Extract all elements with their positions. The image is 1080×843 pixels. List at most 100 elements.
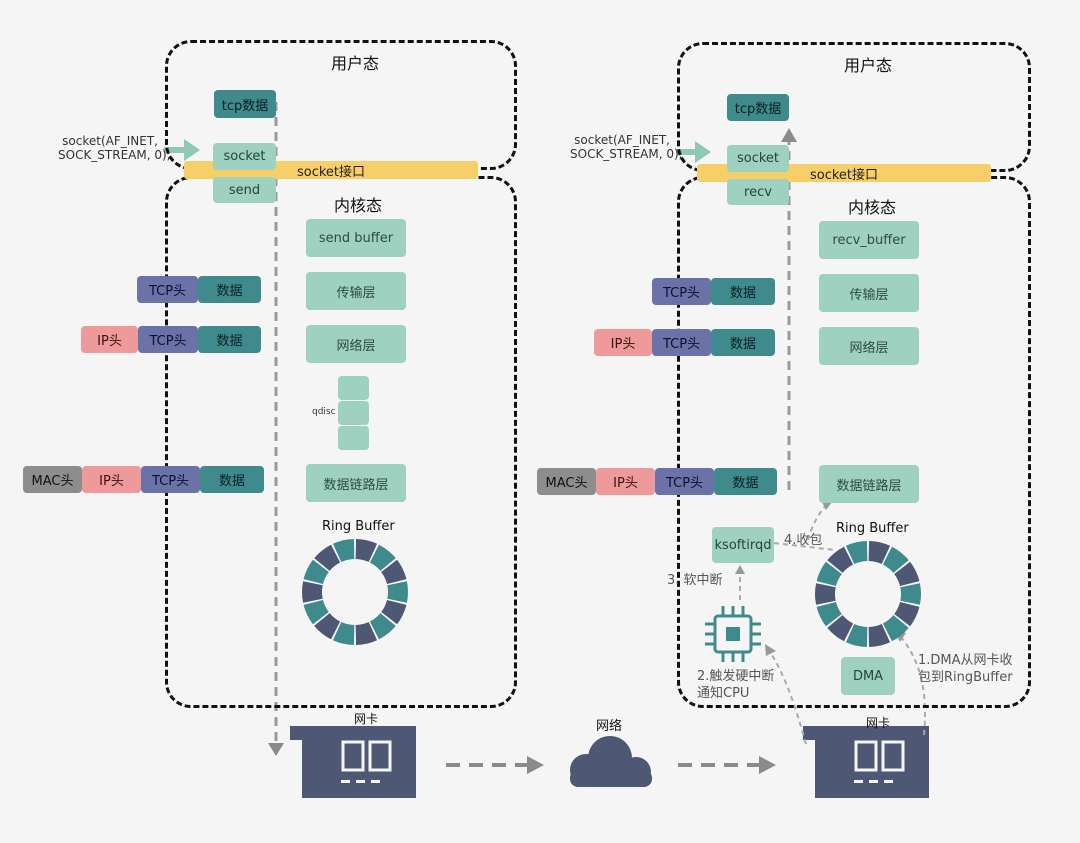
left-ip-row-data: 数据	[198, 326, 261, 353]
nic-card-icon	[290, 726, 416, 798]
ring-buffer-slot	[387, 581, 408, 603]
dma-box: DMA	[841, 657, 895, 695]
ring-buffer-slot	[882, 546, 909, 573]
right-mac-row-ip-header: IP头	[596, 468, 655, 495]
ring-buffer-slot	[381, 599, 407, 625]
right-user-mode-title: 用户态	[843, 56, 893, 75]
left-socket-box: socket	[213, 143, 276, 170]
step2-arrow	[769, 651, 807, 745]
ring-buffer-slot	[303, 599, 329, 625]
right-link-layer-box: 数据链路层	[819, 465, 919, 503]
left-socket-call-line1: socket(AF_INET,	[62, 134, 158, 148]
ring-buffer-slot	[314, 544, 341, 571]
left-socket-call-line2: SOCK_STREAM, 0);	[58, 148, 171, 162]
right-tcp-row-data: 数据	[711, 278, 775, 305]
right-mac-row-mac-header: MAC头	[537, 468, 596, 495]
ring-buffer-slot	[882, 615, 909, 642]
ring-buffer-slot	[894, 601, 920, 627]
right-network-layer-box: 网络层	[819, 327, 919, 365]
left-nic-label: 网卡	[354, 712, 379, 726]
ring-buffer-slot	[302, 581, 323, 603]
right-socket-call: socket(AF_INET, SOCK_STREAM, 0);	[570, 133, 683, 161]
step1-line1: 1.DMA从网卡收	[918, 653, 1013, 668]
ring-buffer-slot	[894, 561, 920, 587]
ring-buffer-slot	[355, 539, 378, 562]
right-socket-box: socket	[727, 145, 789, 172]
ksoftirqd-box: ksoftirqd	[712, 527, 774, 563]
ring-buffer-slot	[900, 583, 921, 605]
right-ip-row-data: 数据	[711, 329, 775, 356]
left-transport-layer-box: 传输层	[306, 272, 406, 310]
right-ip-row-ip-header: IP头	[594, 329, 652, 356]
right-recv-box: recv	[727, 179, 789, 205]
step2-line2: 通知CPU	[697, 686, 750, 701]
ring-buffer-icon	[814, 541, 921, 647]
right-mac-row-data: 数据	[714, 468, 777, 495]
ring-buffer-slot	[381, 559, 407, 585]
ring-buffer-slot	[816, 601, 842, 627]
right-socket-call-line1: socket(AF_INET,	[574, 133, 670, 147]
left-tcp-data-box: tcp数据	[214, 90, 276, 118]
left-socket-call: socket(AF_INET, SOCK_STREAM, 0);	[58, 134, 171, 162]
right-recv-buffer-box: recv_buffer	[819, 221, 919, 259]
left-mac-row-mac-header: MAC头	[23, 466, 82, 493]
recv-flow-arrowhead	[781, 128, 797, 142]
right-ip-row-tcp-header: TCP头	[652, 329, 711, 356]
left-ip-row-ip-header: IP头	[81, 326, 138, 353]
left-tcp-row-tcp-header: TCP头	[137, 276, 198, 303]
qdisc-label: qdisc	[312, 407, 336, 417]
step1-line2: 包到RingBuffer	[918, 670, 1013, 685]
left-link-layer-box: 数据链路层	[306, 464, 406, 502]
ring-buffer-slot	[314, 613, 341, 640]
ring-buffer-slot	[814, 583, 836, 605]
left-mac-row-ip-header: IP头	[82, 466, 141, 493]
right-mac-row-tcp-header: TCP头	[655, 468, 714, 495]
ring-buffer-slot	[369, 613, 396, 640]
step3-label: 3. 软中断	[667, 573, 723, 588]
ring-buffer-slot	[845, 624, 868, 647]
qdisc-slot	[338, 401, 369, 425]
left-send-buffer-box: send buffer	[306, 219, 406, 257]
right-tcp-row-tcp-header: TCP头	[652, 278, 711, 305]
network-label: 网络	[596, 719, 623, 734]
step4-arrow	[807, 504, 827, 541]
right-kernel-mode-title: 内核态	[847, 198, 897, 217]
left-kernel-mode-title: 内核态	[333, 196, 383, 215]
ring-buffer-slot	[303, 559, 329, 585]
left-ip-row-tcp-header: TCP头	[138, 326, 198, 353]
right-nic-label: 网卡	[866, 716, 891, 730]
ring-buffer-slot	[827, 546, 854, 573]
ring-buffer-slot	[827, 615, 854, 642]
ring-buffer-slot	[816, 561, 842, 587]
step2-label: 2.触发硬中断 通知CPU	[697, 668, 774, 702]
ring-buffer-slot	[868, 541, 891, 564]
ring-buffer-slot	[355, 622, 378, 645]
cloud-icon	[570, 736, 652, 787]
send-flow-arrowhead	[268, 743, 284, 756]
left-user-mode-title: 用户态	[330, 54, 380, 73]
ring-buffer-slot	[868, 624, 891, 647]
step1-label: 1.DMA从网卡收 包到RingBuffer	[918, 652, 1013, 686]
ring-buffer-slot	[332, 622, 355, 645]
ring-buffer-slot	[845, 541, 868, 564]
ring-buffer-icon	[302, 539, 408, 645]
qdisc-slot	[338, 426, 369, 450]
right-ring-buffer-label: Ring Buffer	[836, 521, 909, 536]
left-network-layer-box: 网络层	[306, 325, 406, 363]
right-tcp-data-box: tcp数据	[727, 94, 789, 121]
left-ring-buffer-label: Ring Buffer	[322, 519, 395, 534]
left-send-box: send	[213, 177, 276, 203]
ring-buffer-slot	[369, 544, 396, 571]
left-mac-row-tcp-header: TCP头	[141, 466, 200, 493]
step4-label: 4.收包	[784, 533, 823, 548]
right-transport-layer-box: 传输层	[819, 274, 919, 312]
qdisc-slot	[338, 376, 369, 400]
left-tcp-row-data: 数据	[198, 276, 261, 303]
cpu-chip-icon	[705, 606, 761, 662]
step1-arrow	[899, 635, 926, 736]
nic-card-icon	[803, 726, 929, 798]
ring-buffer-slot	[332, 539, 355, 562]
step2-line1: 2.触发硬中断	[697, 669, 775, 684]
ksoftirqd-ring-line	[773, 542, 836, 551]
